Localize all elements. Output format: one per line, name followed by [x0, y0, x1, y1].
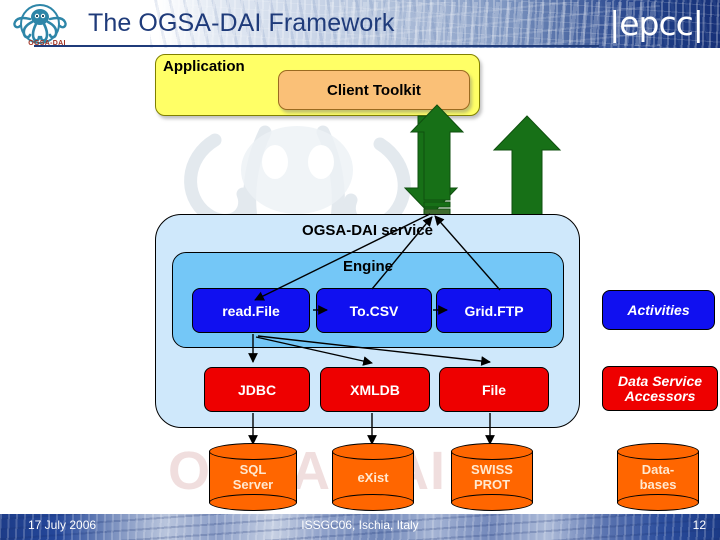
cylinder-bottom: [209, 494, 297, 511]
activity-tocsv: To.CSV: [316, 288, 432, 333]
activity-gridftp: Grid.FTP: [436, 288, 552, 333]
cylinder-bottom: [451, 494, 533, 511]
footer-date: 17 July 2006: [28, 518, 97, 532]
header-divider: [34, 45, 599, 47]
legend-data-service-accessors: Data Service Accessors: [602, 366, 718, 411]
epcc-logo: |epcc|: [609, 4, 704, 43]
cylinder-bottom: [332, 494, 414, 511]
cylinder-top: [451, 443, 533, 460]
database-exist: eXist: [332, 443, 414, 511]
activity-readfile: read.File: [192, 288, 310, 333]
cylinder-top: [617, 443, 699, 460]
legend-activities: Activities: [602, 290, 715, 330]
database-exist-label: eXist: [357, 469, 389, 485]
ogsa-dai-service-label: OGSA-DAI service: [302, 222, 433, 239]
page-title: The OGSA-DAI Framework: [88, 9, 395, 37]
accessor-jdbc: JDBC: [204, 367, 310, 412]
footer-page-number: 12: [692, 518, 706, 532]
database-sql-server: SQL Server: [209, 443, 297, 511]
database-swissprot-label: SWISS PROT: [471, 462, 513, 492]
arrow-down-request: [403, 115, 459, 216]
database-sql-server-label: SQL Server: [232, 462, 274, 492]
legend-databases-label: Data- bases: [639, 462, 677, 492]
engine-label: Engine: [342, 258, 393, 275]
application-label: Application: [163, 58, 245, 75]
arrow-up-response-inner: [409, 104, 465, 216]
ogsa-dai-logo-word: OGSA-DAI: [28, 40, 66, 47]
database-swissprot: SWISS PROT: [451, 443, 533, 511]
accessor-file: File: [439, 367, 549, 412]
cylinder-top: [332, 443, 414, 460]
octopus-icon: [13, 4, 67, 44]
ogsa-dai-logo: OGSA-DAI: [8, 2, 80, 54]
cylinder-bottom: [617, 494, 699, 511]
legend-databases: Data- bases: [617, 443, 699, 511]
accessor-xmldb: XMLDB: [320, 367, 430, 412]
footer-event: ISSGC06, Ischia, Italy: [301, 518, 419, 532]
cylinder-top: [209, 443, 297, 460]
slide-footer: 17 July 2006 ISSGC06, Ischia, Italy 12: [0, 514, 720, 540]
client-toolkit-box: Client Toolkit: [278, 70, 470, 110]
